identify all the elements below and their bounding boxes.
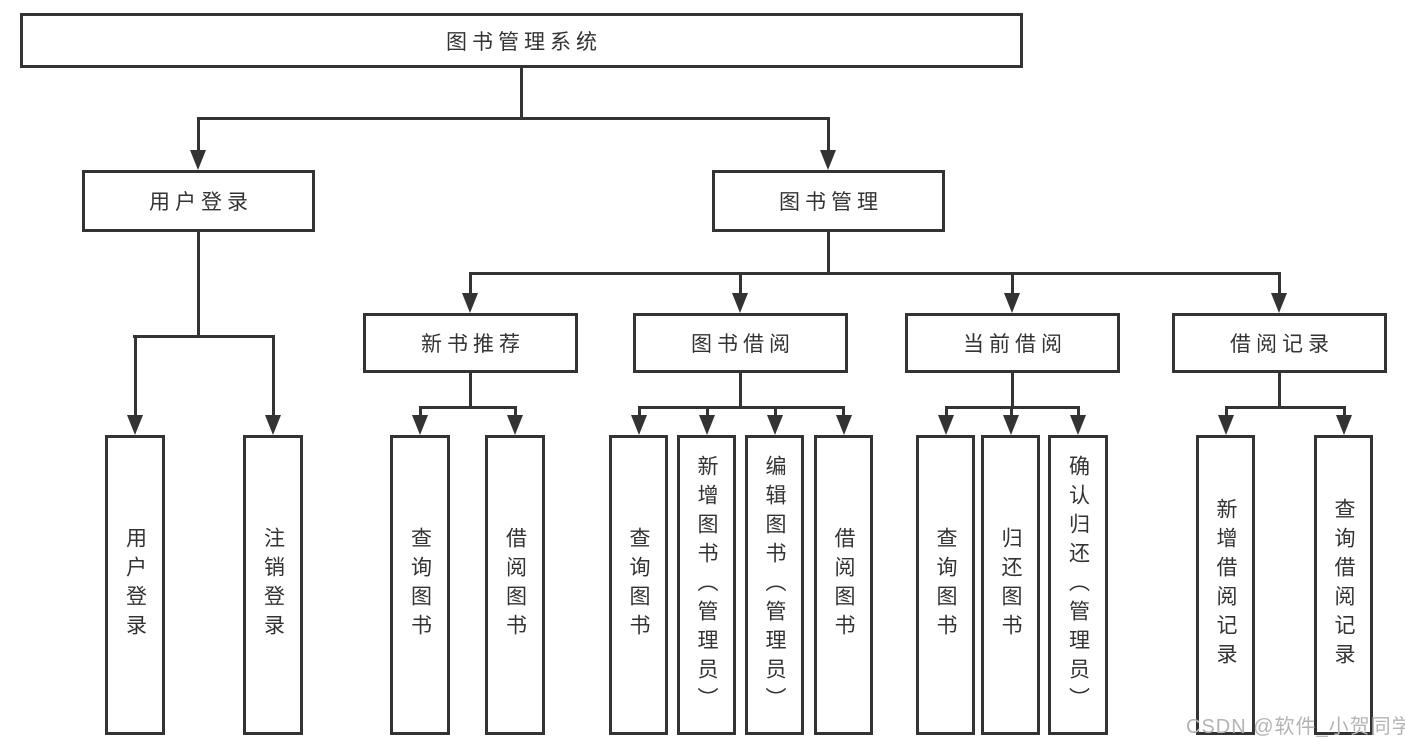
node-new-book-recommend: 新书推荐 <box>363 313 578 373</box>
connector-line <box>638 406 641 420</box>
arrowhead-icon <box>836 415 852 435</box>
connector-line <box>842 406 845 420</box>
connector-line <box>197 117 200 153</box>
connector-line <box>1343 406 1346 420</box>
connector-line <box>520 68 523 117</box>
connector-line <box>706 406 709 420</box>
arrowhead-icon <box>1004 293 1020 313</box>
connector-line <box>1077 406 1080 420</box>
leaf-logout: 注销登录 <box>243 435 303 735</box>
arrowhead-icon <box>127 415 143 435</box>
arrowhead-icon <box>1271 293 1287 313</box>
arrowhead-icon <box>1336 415 1352 435</box>
csdn-watermark: CSDN @软件_小贺同学 <box>1186 716 1405 738</box>
arrowhead-icon <box>265 415 281 435</box>
connector-line <box>827 117 830 153</box>
node-root: 图书管理系统 <box>20 13 1023 68</box>
connector-line <box>1278 272 1281 297</box>
leaf-borrow-add-books-admin: 新增图书（管理员） <box>677 435 736 735</box>
arrowhead-icon <box>190 150 206 170</box>
leaf-records-add-record: 新增借阅记录 <box>1196 435 1255 735</box>
connector-line <box>945 406 948 420</box>
arrowhead-icon <box>820 150 836 170</box>
connector-line <box>1225 406 1345 409</box>
leaf-current-confirm-return-admin: 确认归还（管理员） <box>1048 435 1108 735</box>
connector-line <box>638 406 845 409</box>
leaf-newbook-borrow-books: 借阅图书 <box>485 435 545 735</box>
connector-line <box>197 117 830 120</box>
leaf-borrow-edit-books-admin: 编辑图书（管理员） <box>745 435 804 735</box>
leaf-borrow-query-books: 查询图书 <box>609 435 668 735</box>
connector-line <box>469 373 472 406</box>
connector-line <box>739 272 742 297</box>
connector-line <box>469 272 472 297</box>
leaf-borrow-borrow-books: 借阅图书 <box>814 435 873 735</box>
connector-line <box>1278 373 1281 406</box>
connector-line <box>1010 406 1013 420</box>
arrowhead-icon <box>507 415 523 435</box>
connector-line <box>469 272 1281 275</box>
leaf-user-login: 用户登录 <box>105 435 165 735</box>
connector-line <box>133 335 274 338</box>
connector-line <box>197 232 200 335</box>
arrowhead-icon <box>462 293 478 313</box>
connector-line <box>827 232 830 272</box>
arrowhead-icon <box>412 415 428 435</box>
connector-line <box>419 406 422 420</box>
node-current-borrowing: 当前借阅 <box>905 313 1120 373</box>
connector-line <box>272 335 275 418</box>
connector-line <box>514 406 517 420</box>
arrowhead-icon <box>1003 415 1019 435</box>
arrowhead-icon <box>631 415 647 435</box>
connector-line <box>1011 272 1014 297</box>
arrowhead-icon <box>732 293 748 313</box>
leaf-current-query-books: 查询图书 <box>916 435 975 735</box>
leaf-records-query-record: 查询借阅记录 <box>1314 435 1373 735</box>
connector-line <box>1225 406 1228 420</box>
leaf-current-return-books: 归还图书 <box>981 435 1040 735</box>
connector-line <box>739 373 742 406</box>
arrowhead-icon <box>1218 415 1234 435</box>
connector-line <box>1011 373 1014 406</box>
arrowhead-icon <box>1070 415 1086 435</box>
arrowhead-icon <box>699 415 715 435</box>
leaf-newbook-query-books: 查询图书 <box>390 435 450 735</box>
arrowhead-icon <box>767 415 783 435</box>
node-borrowing-records: 借阅记录 <box>1172 313 1387 373</box>
arrowhead-icon <box>938 415 954 435</box>
connector-line <box>419 406 517 409</box>
node-book-management: 图书管理 <box>712 170 945 232</box>
connector-line <box>774 406 777 420</box>
node-book-borrowing: 图书借阅 <box>633 313 848 373</box>
node-user-login: 用户登录 <box>82 170 315 232</box>
connector-line <box>134 335 137 418</box>
